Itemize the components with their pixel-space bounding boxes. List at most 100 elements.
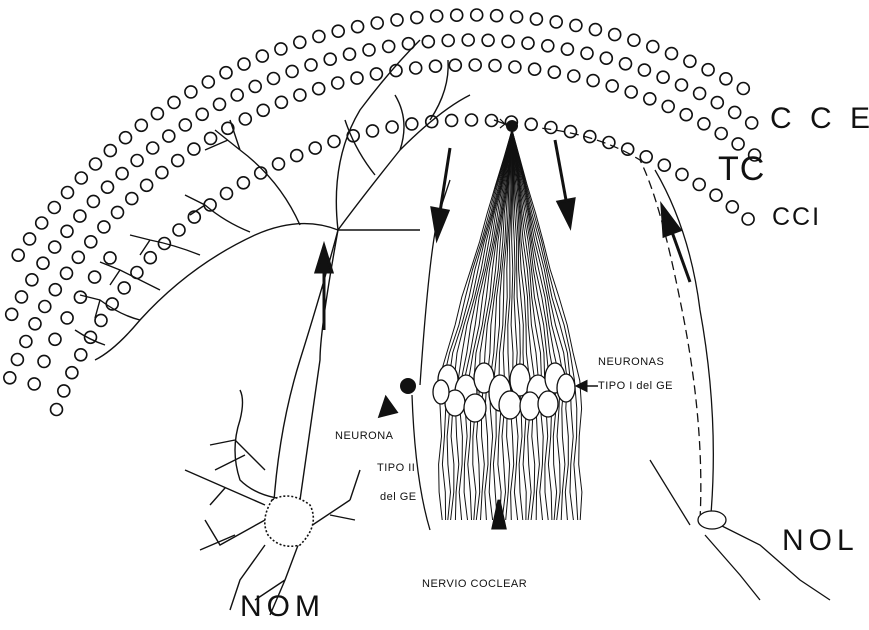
inner-hair-cell <box>95 314 107 326</box>
outer-hair-cell <box>275 43 287 55</box>
outer-hair-cell <box>732 138 744 150</box>
outer-hair-cell <box>28 378 40 390</box>
outer-hair-cell <box>711 97 723 109</box>
outer-hair-cell <box>568 70 580 82</box>
outer-hair-cell <box>410 62 422 74</box>
inner-hair-cell <box>525 118 537 130</box>
outer-hair-cell <box>256 50 268 62</box>
type-ii-ganglion-neuron <box>412 180 450 530</box>
outer-hair-cell <box>90 158 102 170</box>
outer-hair-cell <box>509 61 521 73</box>
outer-hair-cell <box>383 40 395 52</box>
outer-hair-cell <box>4 372 16 384</box>
label-neurona-line3: del GE <box>380 491 417 503</box>
inner-hair-cell <box>693 178 705 190</box>
type-ii-neuron-soma <box>400 378 416 394</box>
inner-hair-cell <box>291 150 303 162</box>
outer-hair-cell <box>625 86 637 98</box>
outer-hair-cell <box>529 63 541 75</box>
outer-hair-cell <box>702 64 714 76</box>
outer-hair-cell <box>185 86 197 98</box>
outer-hair-cell <box>20 336 32 348</box>
outer-hair-cell <box>344 48 356 60</box>
outer-hair-cell <box>205 132 217 144</box>
outer-hair-cell <box>257 104 269 116</box>
outer-hair-cell <box>239 113 251 125</box>
small-arrow-icon <box>494 119 505 128</box>
outer-hair-cell <box>286 65 298 77</box>
outer-hair-cell <box>694 87 706 99</box>
outer-hair-cell <box>61 312 73 324</box>
outer-hair-cell <box>662 100 674 112</box>
outer-hair-cell <box>102 181 114 193</box>
outer-hair-cell <box>548 66 560 78</box>
label-cci: CCI <box>772 203 821 232</box>
label-tc: TC <box>718 150 765 189</box>
outer-hair-cell <box>141 179 153 191</box>
outer-hair-cell <box>305 59 317 71</box>
outer-hair-cell <box>48 202 60 214</box>
type-i-neuron <box>433 380 449 404</box>
inner-hair-cell <box>466 114 478 126</box>
outer-hair-cell <box>313 30 325 42</box>
outer-hair-cell <box>522 37 534 49</box>
outer-hair-cell <box>491 10 503 22</box>
outer-hair-cell <box>502 35 514 47</box>
type-i-neuron <box>538 391 558 417</box>
outer-hair-cell <box>666 48 678 60</box>
outer-hair-cell <box>606 80 618 92</box>
outer-hair-cell <box>275 96 287 108</box>
outer-hair-cell <box>202 76 214 88</box>
outer-hair-cell <box>462 34 474 46</box>
label-neuronas-line2: TIPO I del GE <box>598 380 673 392</box>
outer-hair-cell <box>511 11 523 23</box>
outer-hair-cell <box>294 89 306 101</box>
outer-hair-cell <box>430 60 442 72</box>
outer-hair-cell <box>75 172 87 184</box>
outer-hair-cell <box>746 117 758 129</box>
outer-hair-cell <box>351 72 363 84</box>
outer-hair-cell <box>449 59 461 71</box>
inner-hair-cell <box>565 126 577 138</box>
outer-hair-cell <box>147 142 159 154</box>
nom-neuron-soma <box>265 496 314 546</box>
outer-hair-cell <box>720 73 732 85</box>
pointer-neuronas-icon <box>578 382 598 390</box>
outer-hair-cell <box>332 25 344 37</box>
cochlear-nerve-fiber-bundle <box>439 130 582 520</box>
inner-hair-cell <box>640 151 652 163</box>
inner-hair-cell <box>118 282 130 294</box>
outer-hair-cell <box>104 252 116 264</box>
outer-hair-cell <box>676 79 688 91</box>
outer-hair-cell <box>581 47 593 59</box>
outer-hair-cell <box>16 291 28 303</box>
outer-hair-cell <box>609 29 621 41</box>
outer-hair-cell <box>98 221 110 233</box>
outer-hair-cell <box>422 36 434 48</box>
outer-hair-cell <box>36 217 48 229</box>
outer-hair-cell <box>561 43 573 55</box>
outer-hair-cell <box>6 308 18 320</box>
inner-hair-cell <box>726 201 738 213</box>
outer-hair-cell <box>471 9 483 21</box>
outer-hair-cell <box>324 53 336 65</box>
outer-hair-cell <box>451 9 463 21</box>
inner-hair-cell <box>58 385 70 397</box>
outer-hair-cell <box>628 34 640 46</box>
outer-hair-cell <box>737 83 749 95</box>
inner-hair-cell <box>66 367 78 379</box>
inner-hair-cell <box>144 252 156 264</box>
arrow-down-right-icon <box>555 140 574 226</box>
inner-hair-cell <box>676 168 688 180</box>
inner-hair-cell <box>710 189 722 201</box>
outer-hair-cell <box>151 108 163 120</box>
outer-hair-cell <box>87 195 99 207</box>
inner-hair-cell <box>386 121 398 133</box>
outer-hair-cell <box>116 168 128 180</box>
outer-hair-cell <box>12 249 24 261</box>
outer-hair-cell <box>135 119 147 131</box>
outer-hair-cell <box>698 118 710 130</box>
outer-hair-cell <box>371 17 383 29</box>
outer-hair-cell <box>332 77 344 89</box>
outer-hair-cell <box>238 58 250 70</box>
